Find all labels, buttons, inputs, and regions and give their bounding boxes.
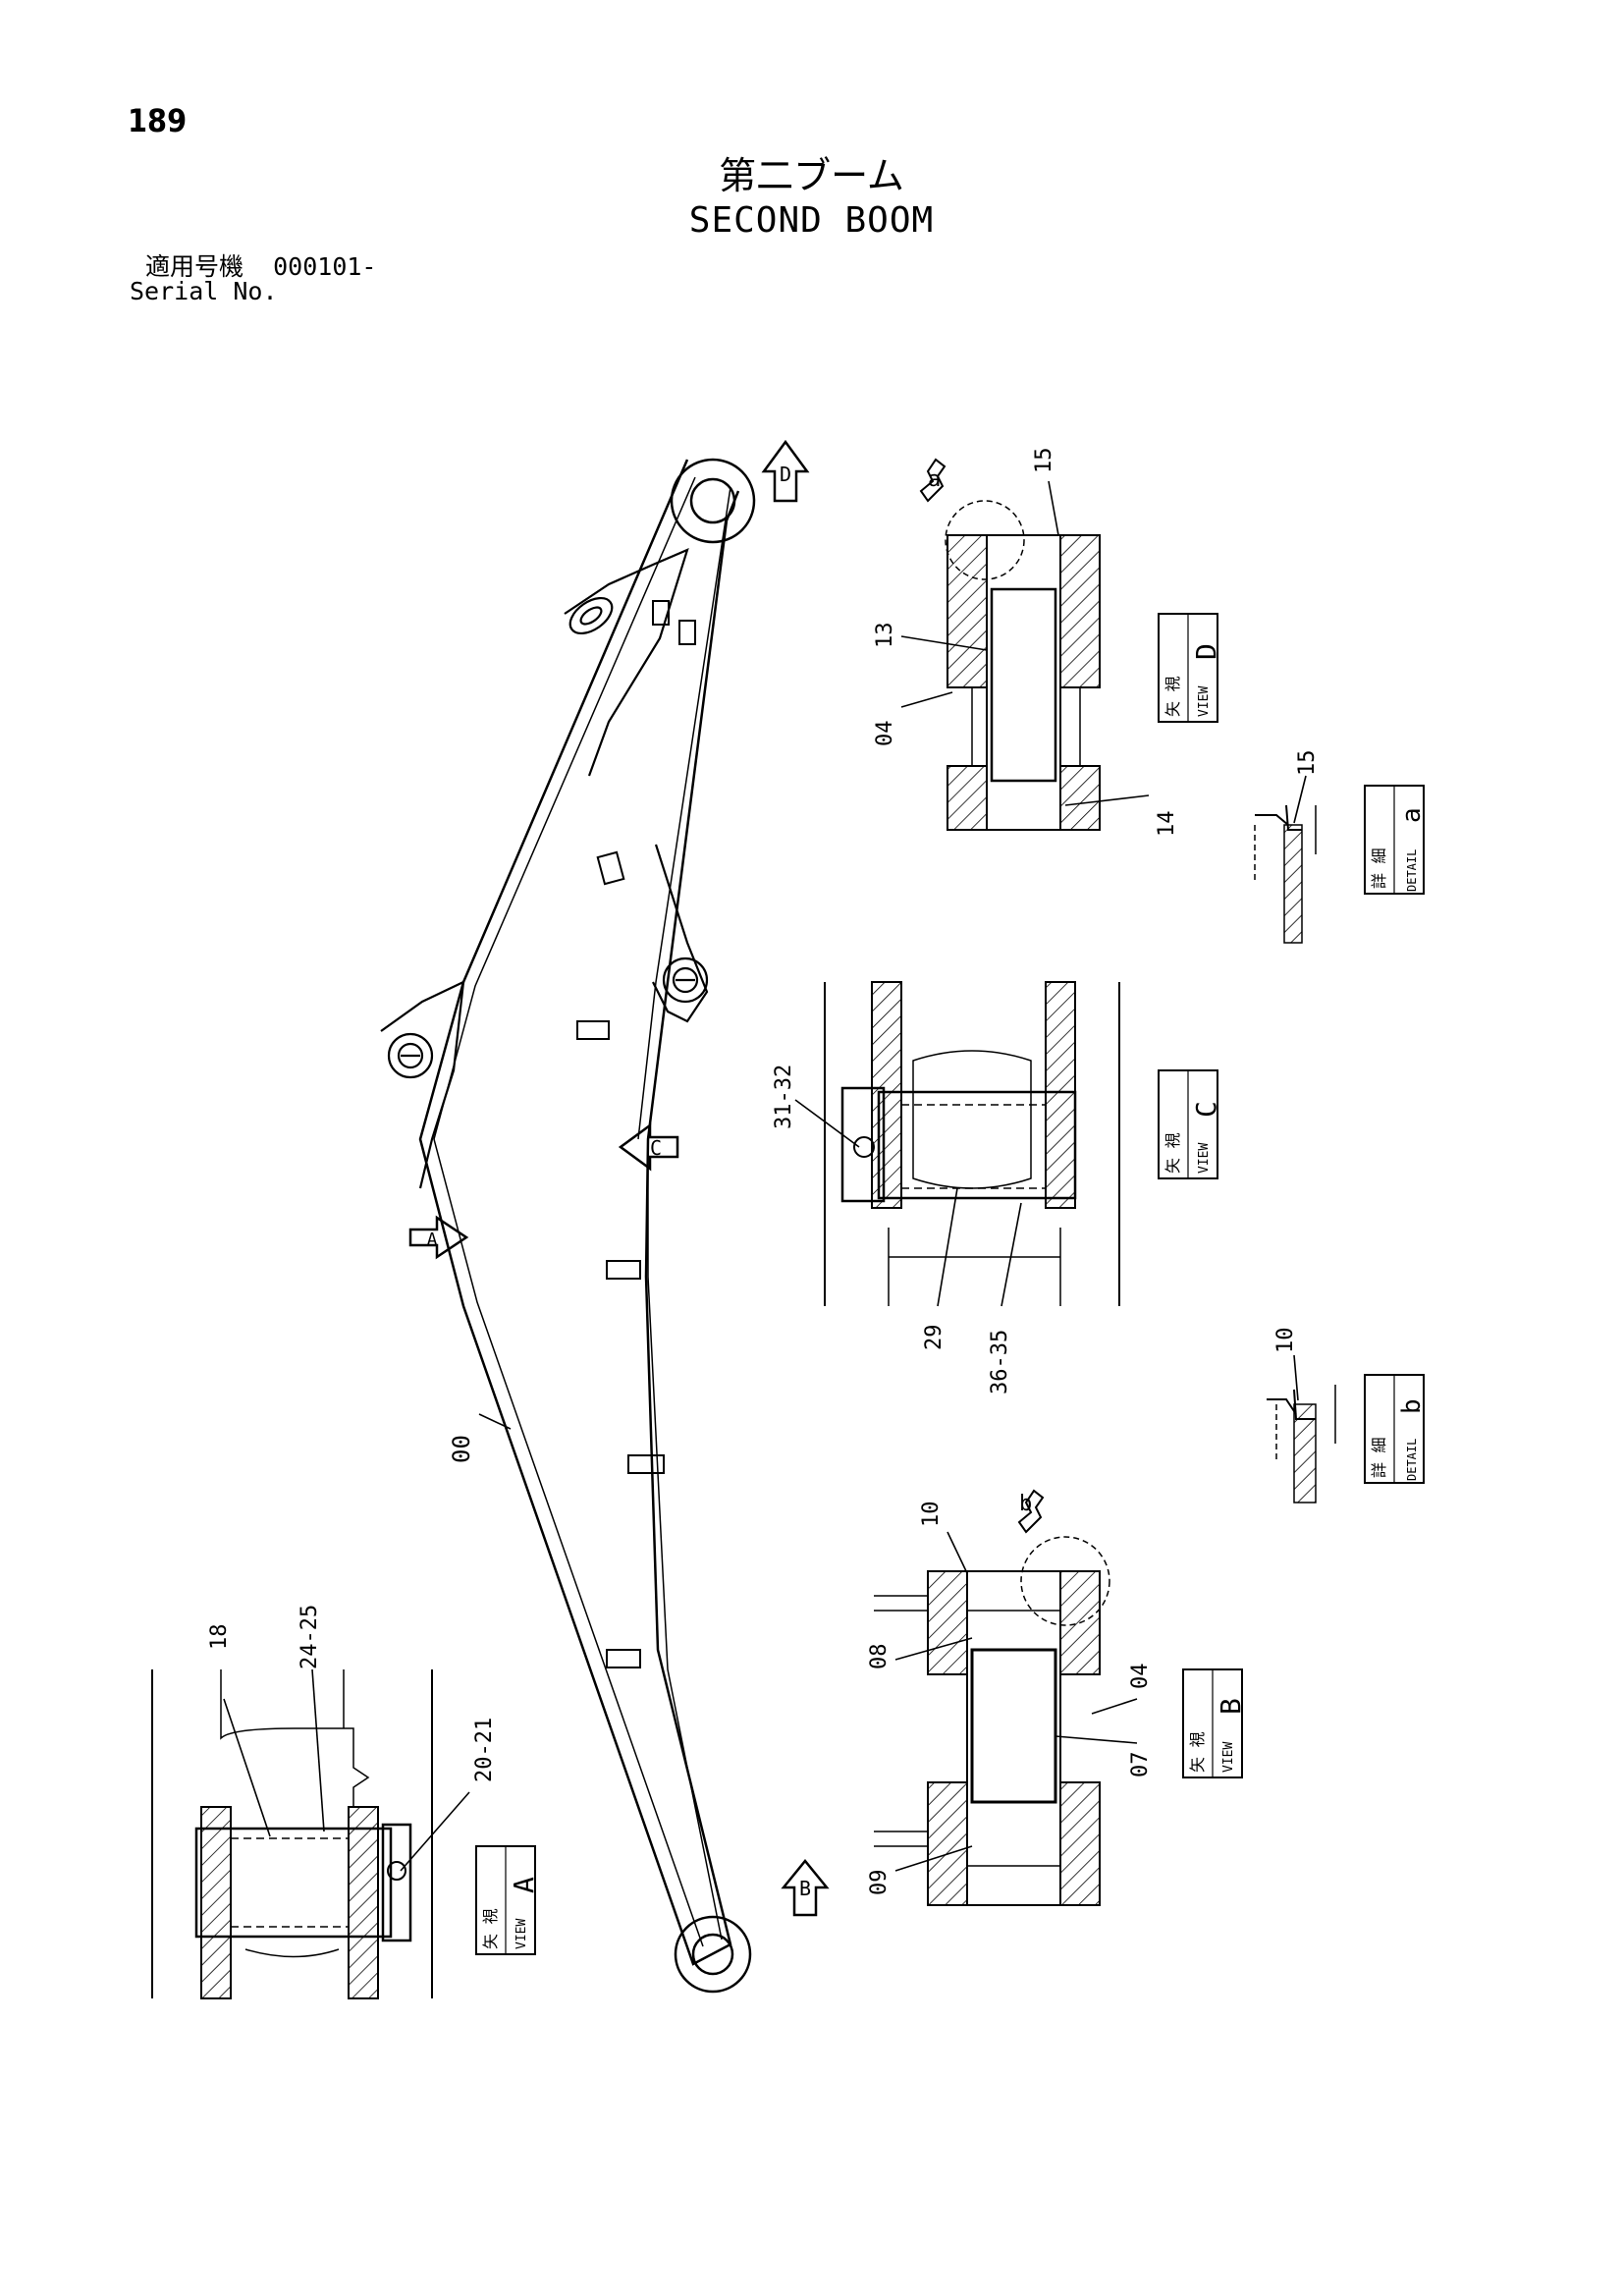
callout-00-leader	[478, 1413, 512, 1430]
callout-00: 00	[448, 1435, 475, 1463]
callout-14-leader	[1064, 794, 1150, 806]
boom-top-boss	[670, 458, 756, 544]
callout-36-35: 36-35	[988, 1330, 1012, 1394]
callout-20-21-leader	[400, 1791, 470, 1872]
view-c-kanji: 矢 視	[1163, 1132, 1182, 1174]
view-d-section	[919, 458, 1101, 831]
detail-b-word: DETAIL	[1405, 1439, 1419, 1481]
view-a-letter: A	[508, 1877, 540, 1893]
view-d-label: 矢 視 VIEW D	[1158, 613, 1222, 723]
callout-24-25: 24-25	[298, 1605, 322, 1669]
view-c-section	[824, 981, 1120, 1306]
callout-14: 14	[1155, 811, 1179, 838]
callout-29-leader	[937, 1187, 958, 1307]
view-b-section	[874, 1489, 1110, 1906]
callout-15: 15	[1032, 448, 1056, 474]
view-arrow-c: C	[618, 1122, 679, 1172]
detail-b-letter: b	[1397, 1398, 1427, 1414]
upper-bracket	[564, 548, 689, 777]
detail-b-marker: b	[1019, 1492, 1032, 1516]
page-title-japanese: 第二ブーム	[719, 154, 904, 197]
callout-36-35-leader	[1001, 1202, 1022, 1307]
detail-a-label: 詳 細 DETAIL a	[1364, 785, 1427, 895]
callout-15-detail: 15	[1295, 750, 1320, 777]
serial-label: Serial No.	[130, 277, 278, 305]
callout-13-leader	[900, 635, 988, 651]
view-a-section	[151, 1669, 433, 1999]
serial-label-japanese: 適用号機	[145, 252, 244, 281]
boom-body	[418, 459, 740, 1966]
serial-number-line: 適用号機 000101-	[145, 247, 376, 283]
view-b-word: VIEW	[1221, 1742, 1236, 1773]
callout-31-32-leader	[794, 1099, 860, 1148]
view-arrow-a-label: A	[427, 1230, 438, 1250]
view-arrow-c-label: C	[650, 1136, 662, 1160]
callout-07-leader	[1055, 1735, 1138, 1744]
callout-31-32: 31-32	[772, 1065, 796, 1129]
callout-08: 08	[867, 1644, 892, 1670]
left-bracket	[380, 980, 465, 1189]
callout-29: 29	[922, 1325, 947, 1351]
boom-plates	[576, 600, 696, 1668]
view-d-letter: D	[1190, 643, 1222, 660]
view-b-kanji: 矢 視	[1188, 1731, 1207, 1773]
detail-a-letter: a	[1397, 807, 1427, 823]
callout-04-b: 04	[1128, 1664, 1153, 1690]
view-c-letter: C	[1190, 1101, 1222, 1118]
detail-a-word: DETAIL	[1405, 849, 1419, 892]
view-d-word: VIEW	[1197, 686, 1212, 717]
callout-08-leader	[894, 1637, 973, 1661]
callout-04-b-leader	[1091, 1698, 1138, 1715]
detail-a-marker: a	[928, 467, 941, 492]
view-c-word: VIEW	[1197, 1143, 1212, 1174]
view-d-kanji: 矢 視	[1163, 676, 1182, 717]
callout-04-d: 04	[873, 721, 897, 747]
view-b-label: 矢 視 VIEW B	[1182, 1668, 1247, 1778]
callout-09-leader	[894, 1845, 973, 1872]
view-arrow-d: D	[761, 439, 810, 503]
callout-07: 07	[1128, 1752, 1153, 1778]
detail-a-drawing	[1254, 775, 1317, 944]
detail-b-label: 詳 細 DETAIL b	[1364, 1374, 1427, 1484]
callout-18-leader	[223, 1698, 271, 1837]
view-a-word: VIEW	[514, 1919, 529, 1949]
page-title: SECOND BOOM	[688, 200, 935, 241]
callout-09: 09	[867, 1870, 892, 1896]
callout-04-d-leader	[900, 691, 953, 708]
callout-15-leader	[1048, 480, 1059, 536]
view-a-kanji: 矢 視	[481, 1908, 500, 1949]
detail-b-drawing	[1267, 1354, 1336, 1503]
middle-bracket	[652, 844, 709, 1023]
callout-18: 18	[207, 1624, 232, 1651]
view-arrow-d-label: D	[780, 463, 791, 486]
view-b-letter: B	[1215, 1698, 1247, 1715]
callout-24-25-leader	[311, 1668, 325, 1832]
callout-10: 10	[919, 1502, 944, 1528]
callout-13: 13	[873, 623, 897, 649]
detail-a-kanji: 詳 細	[1370, 847, 1388, 889]
callout-20-21: 20-21	[472, 1718, 497, 1782]
view-arrow-b-label: B	[799, 1877, 811, 1900]
view-c-label: 矢 視 VIEW C	[1158, 1069, 1222, 1179]
serial-number-value: 000101-	[273, 252, 377, 281]
boom-bottom-boss	[674, 1915, 752, 1994]
detail-b-kanji: 詳 細	[1370, 1437, 1388, 1478]
view-a-label: 矢 視 VIEW A	[475, 1845, 540, 1955]
callout-10-leader	[947, 1531, 968, 1574]
view-arrow-a: A	[408, 1215, 469, 1260]
page-number: 189	[128, 102, 188, 139]
callout-10-detail: 10	[1273, 1328, 1298, 1354]
view-arrow-b: B	[781, 1859, 830, 1917]
